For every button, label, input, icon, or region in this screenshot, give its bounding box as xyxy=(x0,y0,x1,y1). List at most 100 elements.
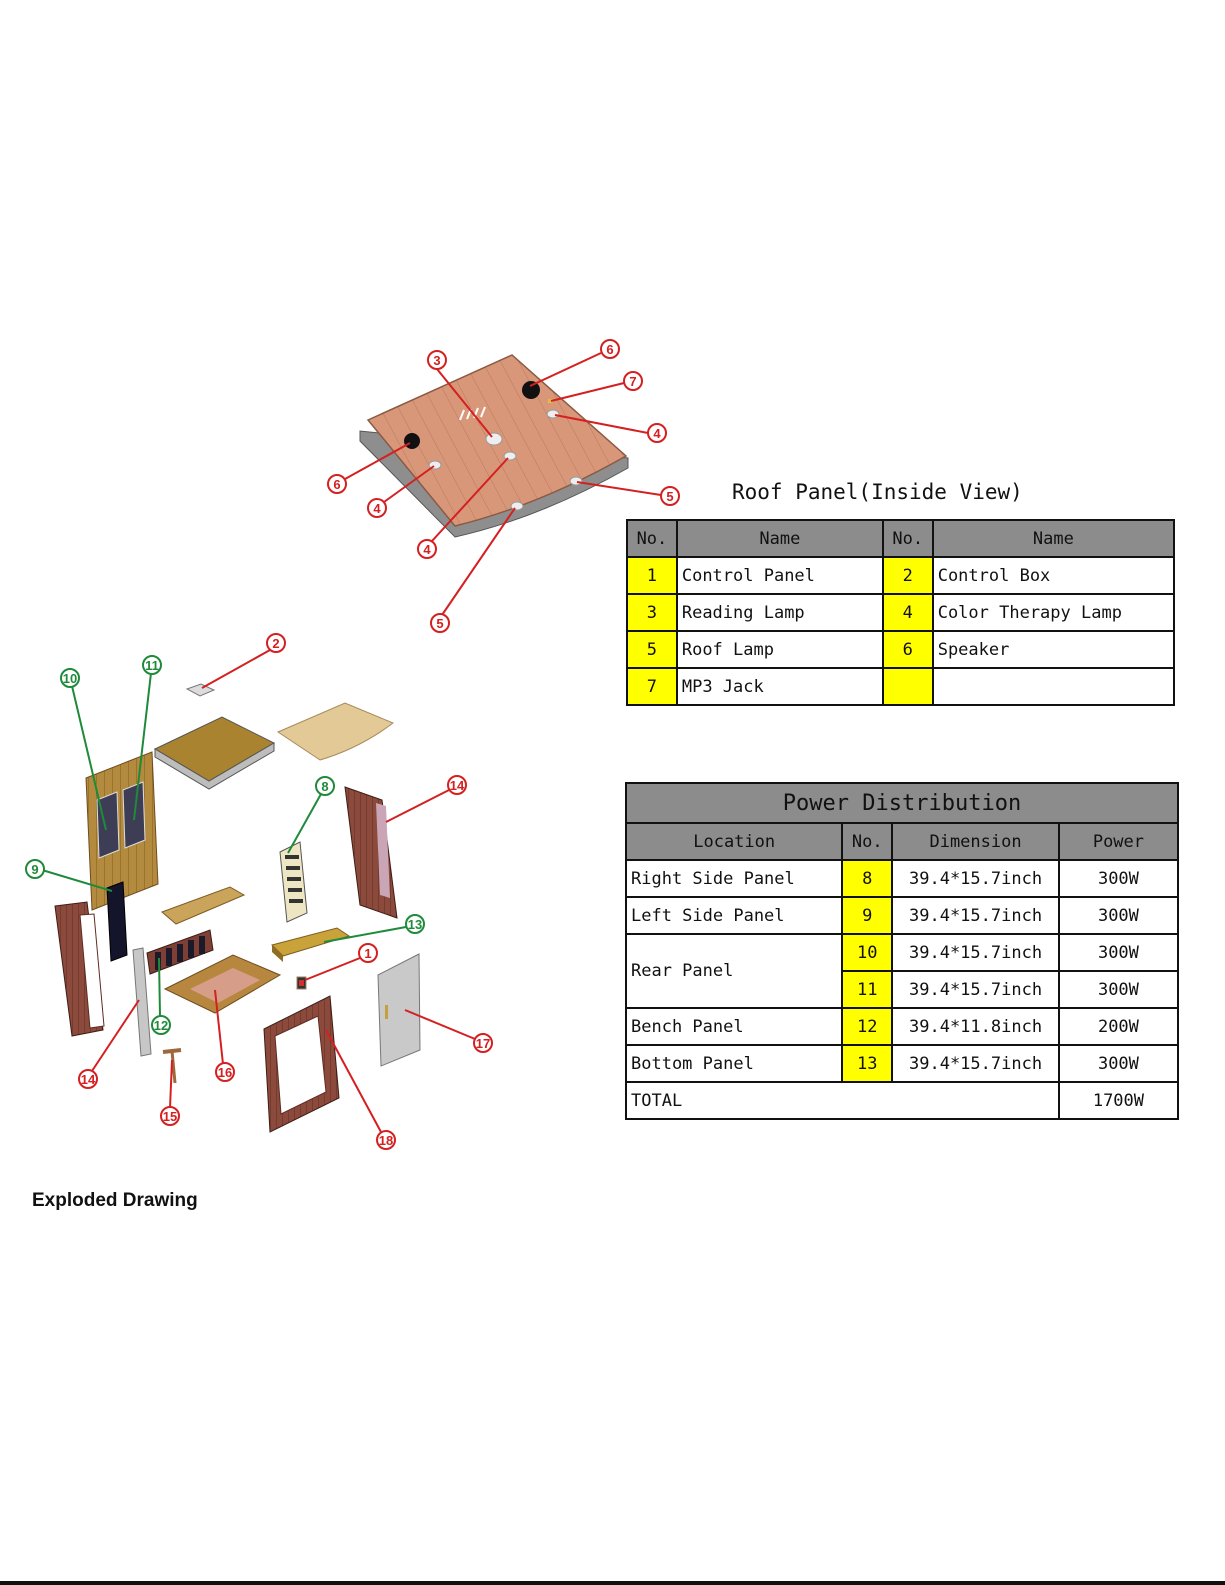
dimension-cell: 39.4*11.8inch xyxy=(891,1007,1060,1046)
callout-marker: 14 xyxy=(78,1069,98,1089)
exploded-parts-illustration xyxy=(54,683,421,1133)
callout-marker: 3 xyxy=(427,350,447,370)
dimension-cell: 39.4*15.7inch xyxy=(891,1044,1060,1083)
part-number: 2 xyxy=(881,556,934,595)
callout-number: 4 xyxy=(423,542,431,557)
callout-marker: 6 xyxy=(600,339,620,359)
callout-number: 5 xyxy=(436,616,443,631)
table-row: 1 Control Panel 2 Control Box xyxy=(626,556,1176,595)
table-row: 5 Roof Lamp 6 Speaker xyxy=(626,630,1176,669)
location-cell: Rear Panel xyxy=(624,933,844,1009)
speaker-hole-icon xyxy=(522,381,540,399)
callout-number: 3 xyxy=(433,353,440,368)
part-number: 8 xyxy=(841,859,894,898)
header-location: Location xyxy=(624,822,844,861)
callout-marker: 5 xyxy=(430,613,450,633)
callout-marker: 1 xyxy=(358,943,378,963)
total-label: TOTAL xyxy=(625,1081,1060,1120)
callout-number: 14 xyxy=(81,1072,96,1087)
callout-marker: 10 xyxy=(60,668,80,688)
part-number: 1 xyxy=(626,556,678,595)
part-name: Control Panel xyxy=(675,556,884,595)
power-cell: 200W xyxy=(1057,1007,1180,1046)
callout-marker: 6 xyxy=(327,474,347,494)
table-header-row: No. Name No. Name xyxy=(626,519,1176,558)
callout-number: 18 xyxy=(379,1133,393,1148)
callout-marker: 4 xyxy=(367,498,387,518)
callout-number: 4 xyxy=(653,426,661,441)
part-name: Roof Lamp xyxy=(675,630,884,669)
callout-number: 14 xyxy=(450,778,465,793)
dimension-cell: 39.4*15.7inch xyxy=(891,933,1060,972)
power-cell: 300W xyxy=(1057,896,1180,935)
callout-marker: 5 xyxy=(660,486,680,506)
header-no: No. xyxy=(841,822,894,861)
callout-number: 15 xyxy=(163,1109,177,1124)
callout-marker: 8 xyxy=(315,776,335,796)
lamp-icon xyxy=(569,476,583,486)
location-cell: Bench Panel xyxy=(624,1007,844,1046)
part-name: MP3 Jack xyxy=(675,667,884,706)
part-number: 10 xyxy=(841,933,894,972)
header-power: Power xyxy=(1057,822,1180,861)
part-name: Control Box xyxy=(931,556,1176,595)
part-number: 7 xyxy=(626,667,678,706)
table-row: Bottom Panel 13 39.4*15.7inch 300W xyxy=(624,1044,1180,1083)
callout-number: 16 xyxy=(218,1065,232,1080)
exploded-drawing-caption: Exploded Drawing xyxy=(32,1190,198,1211)
callout-marker: 4 xyxy=(647,423,667,443)
table-row: Rear Panel 10 39.4*15.7inch 300W xyxy=(624,933,1180,1009)
part-name xyxy=(931,667,1176,706)
lamp-icon xyxy=(503,451,517,461)
header-no: No. xyxy=(626,519,678,558)
callout-number: 6 xyxy=(333,477,340,492)
callout-marker: 15 xyxy=(160,1106,180,1126)
dimension-cell: 39.4*15.7inch xyxy=(891,859,1060,898)
roof-panel-illustration xyxy=(359,354,629,538)
callout-marker: 14 xyxy=(447,775,467,795)
total-value: 1700W xyxy=(1057,1081,1180,1120)
lamp-icon xyxy=(546,409,560,419)
dimension-cell: 39.4*15.7inch xyxy=(891,896,1060,935)
callout-marker: 13 xyxy=(405,914,425,934)
table-total-row: TOTAL 1700W xyxy=(625,1081,1180,1120)
table-row: 3 Reading Lamp 4 Color Therapy Lamp xyxy=(626,593,1176,632)
part-number: 3 xyxy=(626,593,678,632)
table-row: 11 39.4*15.7inch 300W xyxy=(626,970,1180,1009)
reading-lamp-icon xyxy=(485,432,503,446)
callout-number: 10 xyxy=(63,671,77,686)
roof-panel-table: No. Name No. Name 1 Control Panel 2 Cont… xyxy=(626,519,1176,706)
callout-number: 1 xyxy=(364,946,371,961)
mp3-jack-icon xyxy=(548,399,553,403)
table-caption-row: Power Distribution xyxy=(625,782,1179,824)
location-cell: Right Side Panel xyxy=(624,859,844,898)
part-number: 6 xyxy=(881,630,934,669)
dimension-cell: 39.4*15.7inch xyxy=(891,970,1060,1009)
callout-number: 4 xyxy=(373,501,381,516)
power-cell: 300W xyxy=(1057,933,1180,972)
roof-panel-title: Roof Panel(Inside View) xyxy=(732,480,1023,504)
header-dimension: Dimension xyxy=(891,822,1060,861)
table-row: Right Side Panel 8 39.4*15.7inch 300W xyxy=(624,859,1180,898)
callout-number: 2 xyxy=(272,636,279,651)
callout-marker: 16 xyxy=(215,1062,235,1082)
table-row: 7 MP3 Jack xyxy=(626,667,1176,706)
callout-number: 9 xyxy=(31,862,38,877)
part-number: 12 xyxy=(841,1007,894,1046)
bottom-rule xyxy=(0,1581,1225,1585)
table-row: Bench Panel 12 39.4*11.8inch 200W xyxy=(624,1007,1180,1046)
callouts-roof: 3 6 7 4 6 4 4 5 5 xyxy=(327,339,680,633)
callout-marker: 18 xyxy=(376,1130,396,1150)
callout-number: 6 xyxy=(606,342,613,357)
leader-lines-red xyxy=(91,352,662,1133)
callout-marker: 11 xyxy=(142,655,162,675)
part-number: 11 xyxy=(841,970,894,1009)
part-number xyxy=(881,667,934,706)
callout-number: 5 xyxy=(666,489,673,504)
part-number: 5 xyxy=(626,630,678,669)
table-row: Left Side Panel 9 39.4*15.7inch 300W xyxy=(624,896,1180,935)
callout-marker: 2 xyxy=(266,633,286,653)
power-distribution-title: Power Distribution xyxy=(625,782,1179,824)
callout-marker: 12 xyxy=(151,1015,171,1035)
